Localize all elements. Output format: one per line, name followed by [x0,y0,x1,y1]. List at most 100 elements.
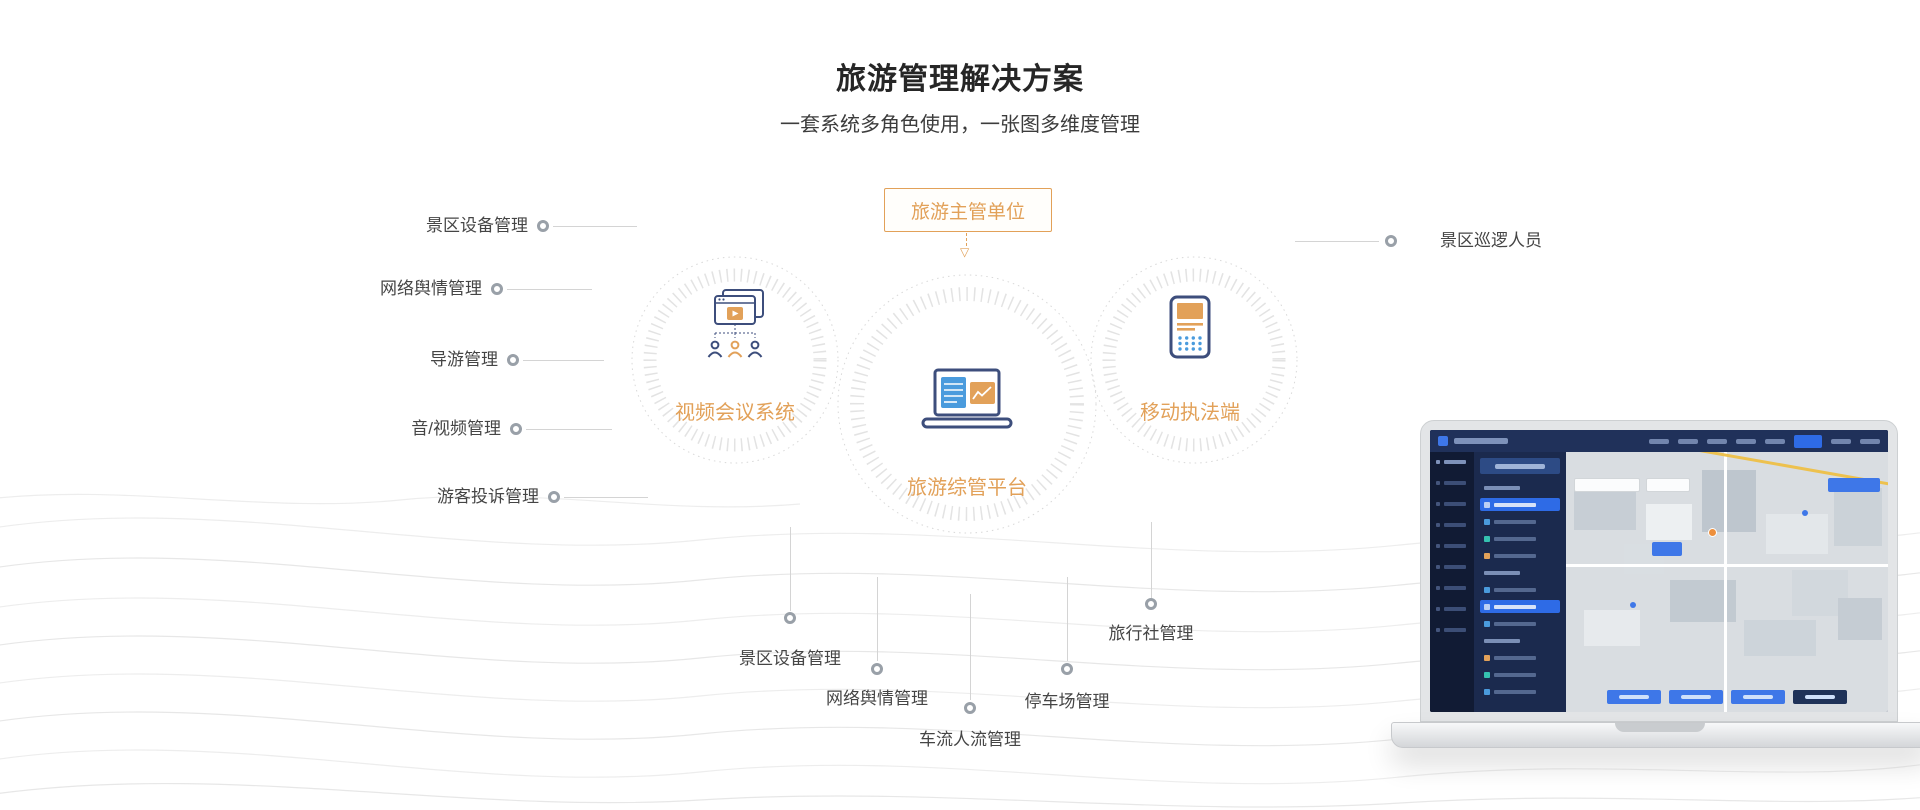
connector-line [526,429,612,430]
map-bottom-buttons [1607,690,1847,704]
page-title: 旅游管理解决方案 [836,63,1084,96]
laptop-mockup [1391,420,1920,768]
node-video-label: 视频会议系统 [675,402,795,424]
connector-dot [784,612,796,624]
diagram-rings [631,256,1298,534]
mobile-terminal-icon [1167,295,1213,366]
node-platform-label: 旅游综管平台 [907,477,1027,499]
panel-row [1480,549,1560,562]
dashboard-nav [1649,434,1880,448]
nav-item [1707,438,1727,444]
connector-dot [1061,663,1073,675]
connector-line [523,360,604,361]
map-marker-dot [1630,602,1636,608]
node-authority-box: 旅游主管单位 [884,188,1052,232]
sidebar-row [1436,565,1468,569]
connector-line [877,577,878,661]
map-road [1566,564,1888,567]
left-label-av: 音/视频管理 [411,419,501,438]
sidebar-row [1436,586,1468,590]
nav-item-active [1794,434,1822,448]
connector-line [553,226,637,227]
contour-waves-decoration [0,493,1920,808]
left-label-opinion: 网络舆情管理 [380,279,482,298]
nav-item [1649,438,1669,444]
left-label-guide: 导游管理 [430,350,498,369]
map-marker-dot [1708,528,1717,537]
panel-row [1480,583,1560,596]
bottom-label-parking: 停车场管理 [1024,692,1110,711]
bottom-label-opinion: 网络舆情管理 [826,689,928,708]
connector-dot [510,423,522,435]
connector-dot [871,663,883,675]
map-button [1669,690,1723,704]
nav-item [1678,438,1698,444]
panel-row [1480,651,1560,664]
connector-line [970,594,971,700]
connector-line [564,497,648,498]
connector-line [790,527,791,611]
panel-row [1480,515,1560,528]
left-label-equipment: 景区设备管理 [426,216,528,235]
dashboard-logo-icon [1438,436,1448,446]
laptop-notch [1615,723,1705,732]
map-building [1838,598,1882,640]
dashboard-map [1566,452,1888,712]
connector-line [1295,241,1379,242]
connector-dot [548,491,560,503]
sidebar-row [1436,628,1468,632]
map-building [1584,610,1640,646]
right-label-patrol: 景区巡逻人员 [1440,231,1542,250]
laptop-screen [1420,420,1898,722]
sidebar-row [1436,502,1468,506]
panel-row-active [1480,498,1560,511]
map-building [1646,504,1692,540]
panel-group-header [1480,481,1560,494]
dashboard-body [1430,452,1888,712]
dashboard-appname [1454,438,1508,444]
map-button [1607,690,1661,704]
sidebar-row [1436,607,1468,611]
dashboard-sidebar [1430,452,1474,712]
map-filter-chip [1574,478,1640,492]
nav-item [1736,438,1756,444]
bottom-label-agency: 旅行社管理 [1108,624,1194,643]
map-marker-label [1652,542,1682,556]
platform-laptop-icon [917,367,1017,442]
sidebar-row [1436,523,1468,527]
sidebar-row [1436,481,1468,485]
dashboard-screenshot [1430,430,1888,712]
map-building [1766,514,1828,554]
map-building [1744,620,1816,656]
dashboard-topbar [1430,430,1888,452]
arrow-down-icon: ▽ [960,245,970,259]
connector-dot [507,354,519,366]
bottom-label-equipment: 景区设备管理 [739,649,841,668]
map-marker-dot [1802,510,1808,516]
panel-row-active [1480,600,1560,613]
sidebar-row [1436,460,1468,464]
panel-row [1480,668,1560,681]
authority-arrow-line [966,233,967,246]
laptop-base [1391,722,1920,748]
panel-search-chip [1480,458,1560,474]
map-button [1731,690,1785,704]
panel-group-header [1480,566,1560,579]
map-building [1702,470,1756,532]
connector-line [507,289,592,290]
map-building [1834,488,1882,546]
connector-dot [537,220,549,232]
map-action-button [1828,478,1880,492]
connector-dot [964,702,976,714]
connector-dot [491,283,503,295]
map-button [1793,690,1847,704]
dashboard-panel [1474,452,1566,712]
left-label-complaint: 游客投诉管理 [437,487,539,506]
nav-item [1831,438,1851,444]
page-subtitle: 一套系统多角色使用，一张图多维度管理 [780,114,1140,136]
connector-dot [1145,598,1157,610]
panel-group-header [1480,634,1560,647]
panel-row [1480,617,1560,630]
nav-item [1860,438,1880,444]
